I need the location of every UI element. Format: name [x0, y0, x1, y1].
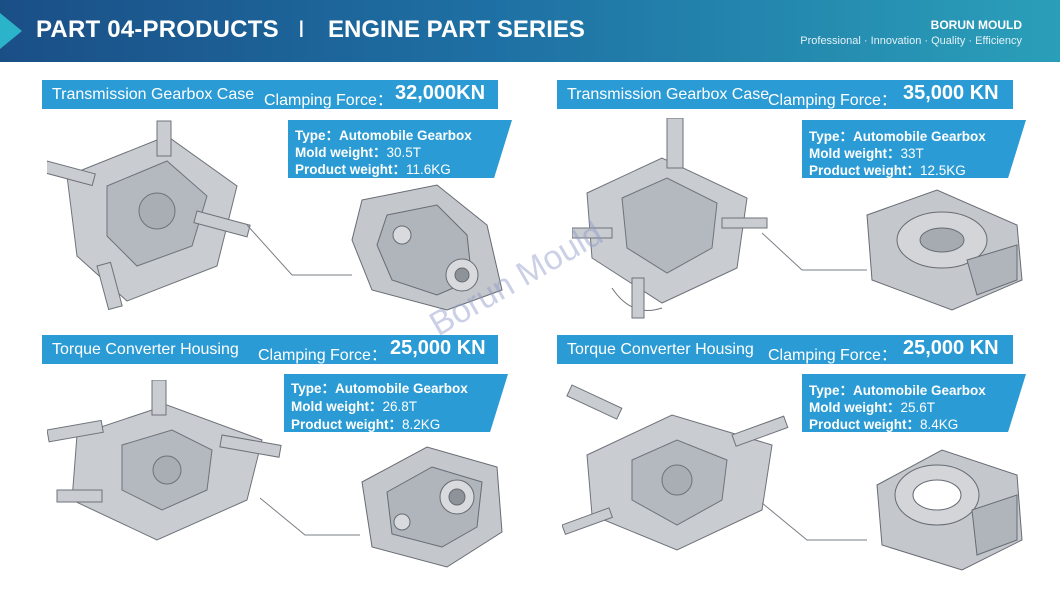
title-separator: I [298, 16, 305, 43]
product-image [361, 446, 503, 568]
leader-line [762, 232, 867, 271]
brand-tagline: Professional · Innovation · Quality · Ef… [800, 35, 1022, 47]
mold-weight-value: 33T [900, 146, 924, 161]
product-weight-label: Product weight： [809, 163, 920, 178]
mold-weight-value: 30.5T [386, 145, 422, 160]
mold-weight-label: Mold weight： [809, 400, 901, 415]
type-label: Type： [291, 381, 336, 396]
header-banner: PART 04-PRODUCTS I ENGINE PART SERIES BO… [0, 0, 1060, 62]
mold-image [47, 380, 282, 541]
mold-weight-value: 26.8T [382, 399, 418, 414]
product-panel-1: Transmission Gearbox Case Clamping Force… [42, 80, 542, 330]
spec-box: Type：Automobile Gearbox Mold weight：33T … [802, 120, 1026, 178]
product-name: Transmission Gearbox Case [52, 86, 255, 103]
section-title: ENGINE PART SERIES [328, 16, 585, 43]
type-label: Type： [295, 128, 340, 143]
type-value: Automobile Gearbox [335, 381, 468, 396]
product-panel-4: Torque Converter Housing Clamping Force：… [557, 335, 1057, 585]
clamping-force-value: 32,000KN [395, 82, 486, 104]
product-weight-value: 8.2KG [402, 417, 441, 432]
product-title-bar: Transmission Gearbox Case Clamping Force… [42, 80, 498, 109]
clamping-force-label: Clamping Force： [264, 92, 393, 109]
product-weight-value: 12.5KG [920, 163, 966, 178]
leader-line [260, 497, 360, 536]
mold-weight-label: Mold weight： [295, 145, 387, 160]
product-weight-label: Product weight： [295, 162, 406, 177]
clamping-force-label: Clamping Force： [768, 347, 897, 364]
product-image [866, 189, 1023, 311]
spec-box: Type：Automobile Gearbox Mold weight：30.5… [288, 120, 512, 178]
mold-weight-label: Mold weight： [809, 146, 901, 161]
product-panel-2: Transmission Gearbox Case Clamping Force… [557, 80, 1057, 330]
type-value: Automobile Gearbox [853, 383, 986, 398]
product-name: Transmission Gearbox Case [567, 86, 770, 103]
product-weight-value: 11.6KG [406, 162, 451, 177]
product-title-bar: Transmission Gearbox Case Clamping Force… [557, 80, 1013, 109]
product-title-bar: Torque Converter Housing Clamping Force：… [557, 335, 1013, 364]
product-weight-label: Product weight： [291, 417, 402, 432]
brand-name: BORUN MOULD [930, 18, 1022, 32]
type-value: Automobile Gearbox [853, 129, 986, 144]
clamping-force-value: 35,000 KN [903, 82, 999, 104]
clamping-force-label: Clamping Force： [258, 347, 387, 364]
leader-line [762, 502, 867, 541]
product-weight-value: 8.4KG [920, 417, 959, 432]
product-name: Torque Converter Housing [52, 341, 239, 358]
type-label: Type： [809, 383, 854, 398]
spec-box: Type：Automobile Gearbox Mold weight：25.6… [802, 374, 1026, 432]
clamping-force-value: 25,000 KN [390, 337, 486, 359]
clamping-force-label: Clamping Force： [768, 92, 897, 109]
product-image [876, 449, 1023, 571]
leader-line [247, 224, 352, 276]
clamping-force-value: 25,000 KN [903, 337, 999, 359]
spec-box: Type：Automobile Gearbox Mold weight：26.8… [284, 374, 508, 432]
product-title-bar: Torque Converter Housing Clamping Force：… [42, 335, 498, 364]
type-label: Type： [809, 129, 854, 144]
mold-weight-value: 25.6T [900, 400, 936, 415]
type-value: Automobile Gearbox [339, 128, 472, 143]
chevron-marker-icon [0, 13, 22, 49]
page-title: PART 04-PRODUCTS [36, 16, 279, 43]
product-weight-label: Product weight： [809, 417, 920, 432]
product-panel-3: Torque Converter Housing Clamping Force：… [42, 335, 542, 585]
mold-image [47, 120, 251, 311]
mold-weight-label: Mold weight： [291, 399, 383, 414]
mold-image [562, 384, 789, 551]
product-name: Torque Converter Housing [567, 341, 754, 358]
mold-image [572, 118, 768, 319]
product-image [351, 184, 503, 311]
